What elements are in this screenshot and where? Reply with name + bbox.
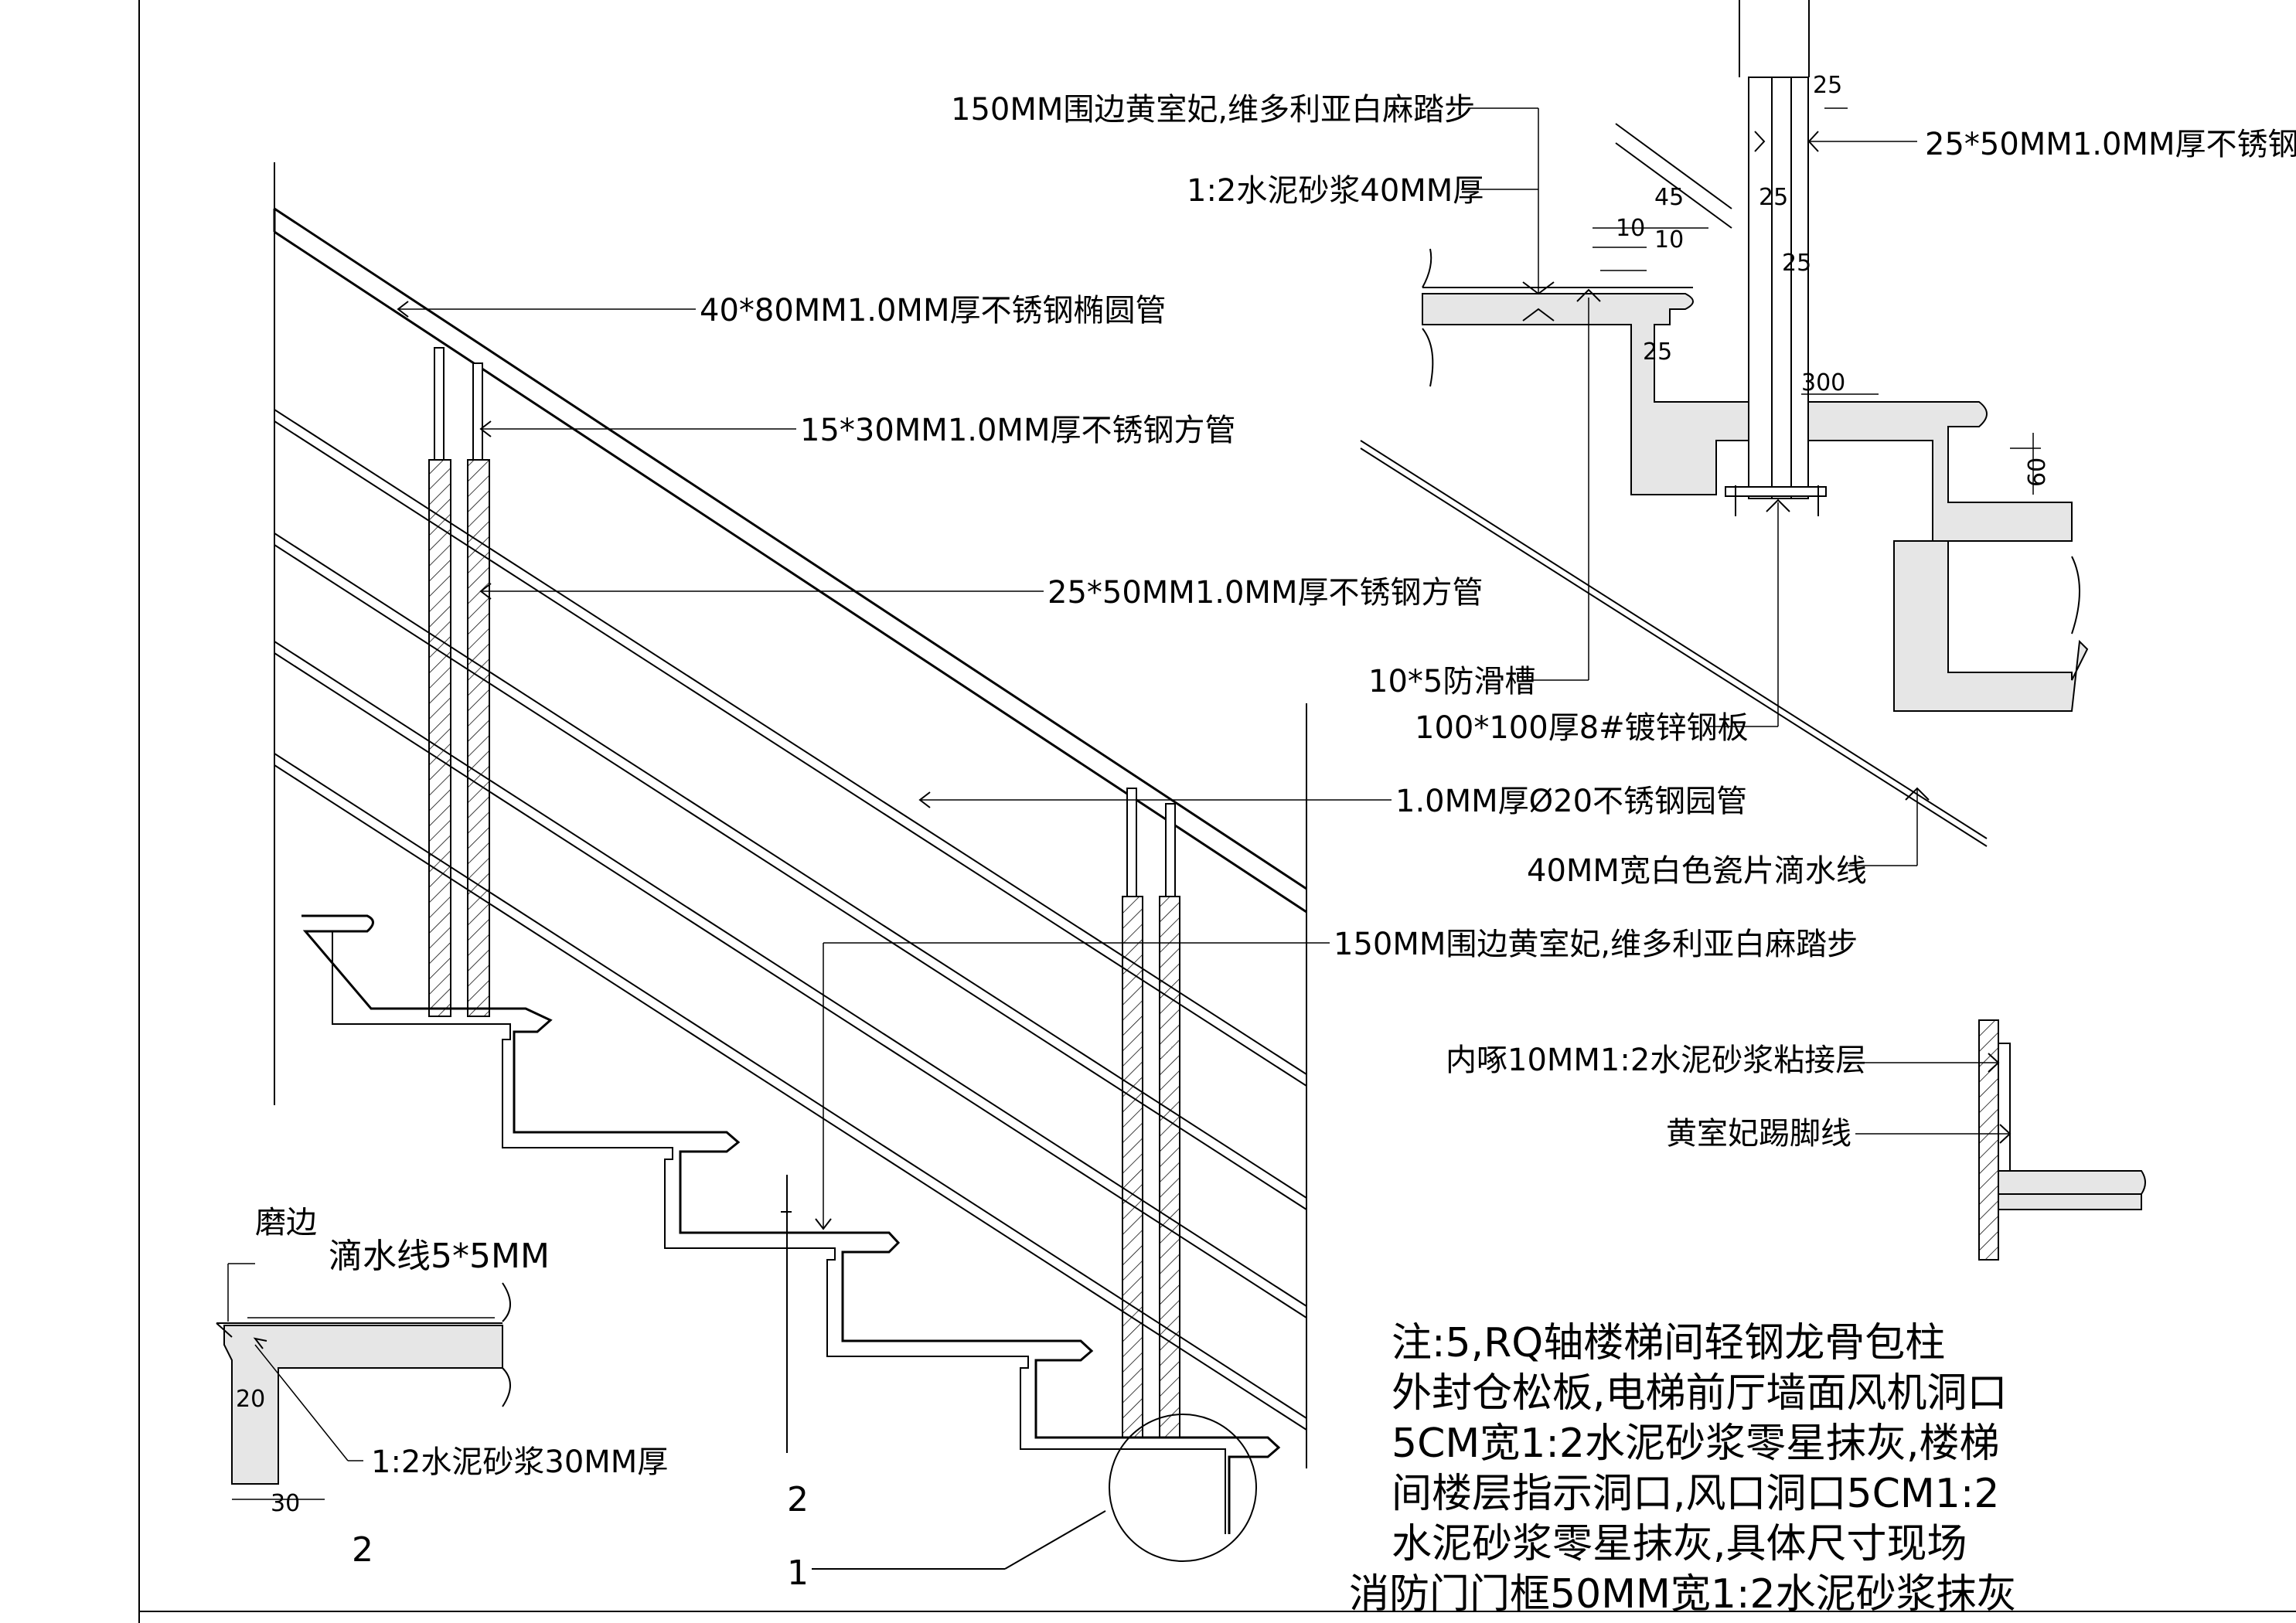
dim-30: 30 xyxy=(271,1490,300,1517)
dim-10b: 10 xyxy=(1654,226,1684,253)
bond-layer-callout: 内啄10MM1:2水泥砂浆粘接层 xyxy=(1446,1043,1866,1078)
dim-25-step: 25 xyxy=(1643,339,1672,366)
detail2-mortar-callout: 1:2水泥砂浆30MM厚 xyxy=(371,1444,668,1480)
dim-45: 45 xyxy=(1654,184,1684,211)
dim-20: 20 xyxy=(236,1386,265,1413)
note-line-4: 间楼层指示洞口,风口洞口5CM1:2 xyxy=(1392,1471,1999,1517)
drip-line-callout: 40MM宽白色瓷片滴水线 xyxy=(1527,853,1867,889)
dim-10a: 10 xyxy=(1616,215,1645,242)
skirting-callout: 黄室妃踢脚线 xyxy=(1666,1116,1851,1152)
detail-1-drawing xyxy=(1360,0,2089,847)
note-line-1: 注:5,RQ轴楼梯间轻钢龙骨包柱 xyxy=(1392,1320,1945,1366)
main-leaders xyxy=(397,301,1392,1230)
upper-post-callout: 15*30MM1.0MM厚不锈钢方管 xyxy=(800,413,1235,448)
note-line-3: 5CM宽1:2水泥砂浆零星抹灰,楼梯 xyxy=(1392,1421,1999,1467)
detail1-mortar-callout: 1:2水泥砂浆40MM厚 xyxy=(1187,173,1484,209)
dim-25-right: 25 xyxy=(1782,250,1811,277)
notes-block: 注:5,RQ轴楼梯间轻钢龙骨包柱 外封仓松板,电梯前厅墙面风机洞口 5CM宽1:… xyxy=(1349,1320,2017,1618)
lower-post-callout: 25*50MM1.0MM厚不锈钢方管 xyxy=(1048,575,1483,611)
dim-25-top: 25 xyxy=(1813,72,1842,99)
skirting-detail-drawing xyxy=(1855,1019,2146,1261)
detail-mark-1: 1 xyxy=(787,1553,809,1593)
stair-elevation xyxy=(273,162,1307,1570)
note-line-2: 外封仓松板,电梯前厅墙面风机洞口 xyxy=(1392,1370,2008,1417)
detail-1-leaders xyxy=(1461,107,1930,866)
detail1-groove-callout: 10*5防滑槽 xyxy=(1368,664,1535,699)
edge-callout: 磨边 xyxy=(255,1205,317,1240)
dim-25-mid: 25 xyxy=(1759,184,1788,211)
detail1-tread-callout: 150MM围边黄室妃,维多利亚白麻踏步 xyxy=(951,92,1475,128)
dim-300: 300 xyxy=(1801,369,1845,396)
dim-60: 60 xyxy=(2024,458,2051,487)
section-mark-2-main: 2 xyxy=(787,1480,809,1519)
detail-2-mark: 2 xyxy=(352,1530,373,1570)
detail-2-drawing xyxy=(216,1263,511,1500)
detail1-plate-callout: 100*100厚8#镀锌钢板 xyxy=(1415,710,1749,746)
note-line-6: 消防门门框50MM宽1:2水泥砂浆抹灰 xyxy=(1349,1571,2017,1618)
drawing-frame xyxy=(138,0,2296,1623)
note-line-5: 水泥砂浆零星抹灰,具体尺寸现场 xyxy=(1392,1521,1967,1567)
detail1-post-callout: 25*50MM1.0MM厚不锈钢方管 xyxy=(1925,127,2296,162)
tread-callout: 150MM围边黄室妃,维多利亚白麻踏步 xyxy=(1334,927,1858,962)
drip-groove-callout: 滴水线5*5MM xyxy=(329,1237,550,1276)
handrail-callout: 40*80MM1.0MM厚不锈钢椭圆管 xyxy=(700,293,1166,328)
round-bar-callout: 1.0MM厚Ø20不锈钢园管 xyxy=(1395,784,1747,819)
